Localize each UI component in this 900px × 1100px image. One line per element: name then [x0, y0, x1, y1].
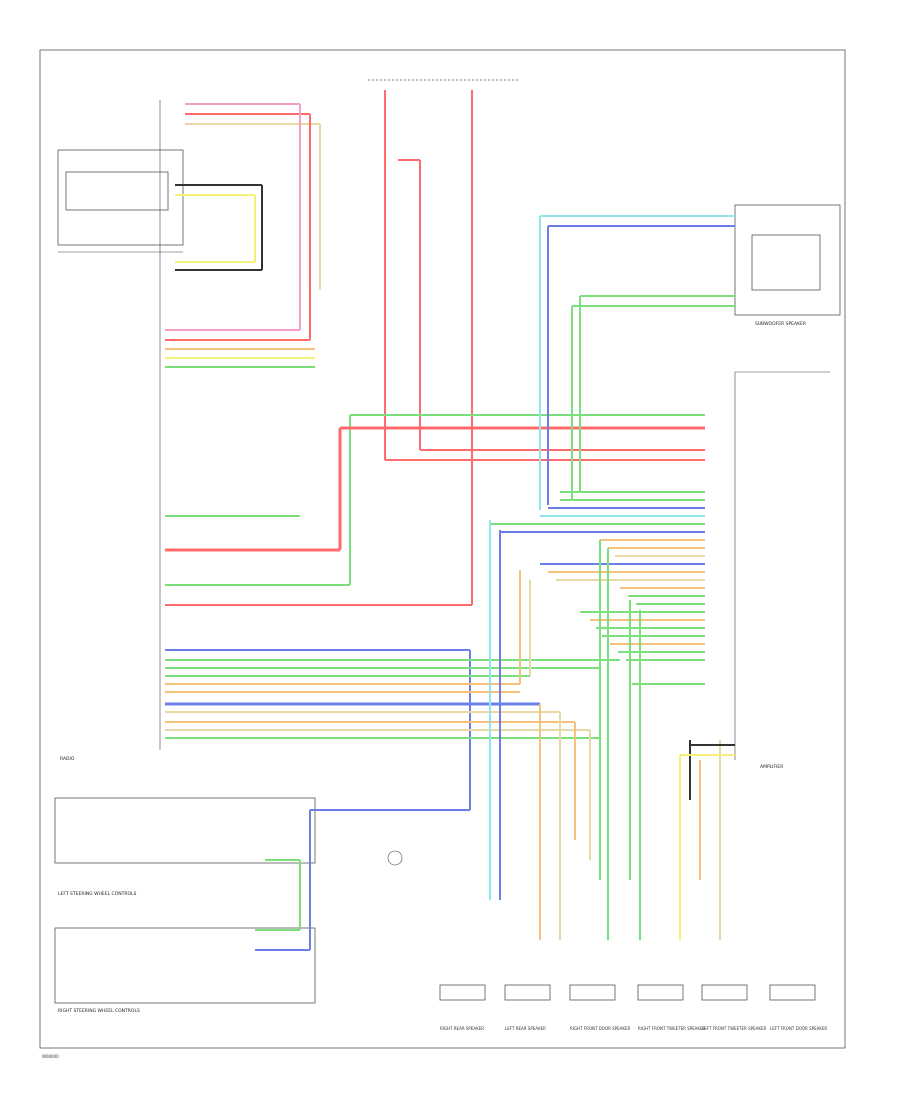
left-steering-label: LEFT STEERING WHEEL CONTROLS: [58, 891, 137, 897]
speaker-right-front-tweeter: [637, 984, 684, 1001]
diagram-frame: [39, 49, 846, 1049]
radio-lower-wires: [165, 570, 620, 810]
speaker-label: RIGHT REAR SPEAKER: [440, 1026, 484, 1031]
speaker-label: RIGHT FRONT DOOR SPEAKER: [570, 1026, 631, 1031]
subwoofer-box: [734, 204, 841, 316]
speaker-label: LEFT FRONT TWEETER SPEAKER: [702, 1026, 766, 1031]
speaker-label: LEFT FRONT DOOR SPEAKER: [770, 1026, 827, 1031]
speaker-right-front-door: [569, 984, 616, 1001]
radio-label: RADIO: [60, 756, 75, 762]
subwoofer-wires: [539, 215, 735, 510]
speaker-right-rear: [439, 984, 486, 1001]
radio-module: RADIO: [57, 100, 184, 762]
amplifier-label: AMPLIFIER: [760, 764, 783, 770]
right-steering-label: RIGHT STEERING WHEEL CONTROLS: [58, 1008, 140, 1014]
speaker-label: RIGHT FRONT TWEETER SPEAKER: [638, 1026, 706, 1031]
amp-feed-wires: [165, 414, 705, 586]
steering-controls: LEFT STEERING WHEEL CONTROLS RIGHT STEER…: [54, 797, 470, 1014]
amplifier-module: SUBWOOFER SPEAKER AMPLIFIER: [734, 204, 841, 770]
left-steering-controls-box: [54, 797, 316, 864]
speaker-drop-wires: [489, 520, 735, 940]
lamp-wires: [175, 184, 263, 271]
top-harness-wires: [165, 103, 321, 368]
footer-code: W00000: [42, 1054, 59, 1059]
speaker-left-front-tweeter: [701, 984, 748, 1001]
amp-input-stack: [490, 491, 705, 685]
lamp-block: [57, 149, 184, 246]
speaker-left-front-door: [769, 984, 816, 1001]
fuse-wires: [165, 79, 705, 606]
right-steering-controls-box: [54, 927, 316, 1004]
subwoofer-label: SUBWOOFER SPEAKER: [755, 321, 806, 327]
speakers: RIGHT REAR SPEAKER LEFT REAR SPEAKER RIG…: [439, 984, 827, 1031]
speaker-left-rear: [504, 984, 551, 1001]
speaker-label: LEFT REAR SPEAKER: [505, 1026, 546, 1031]
